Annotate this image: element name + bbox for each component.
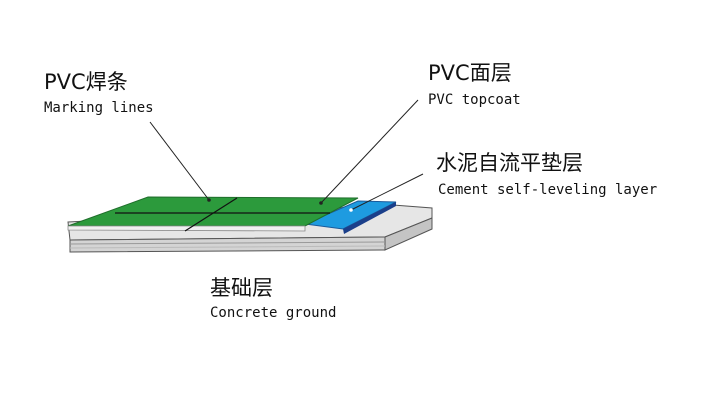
concrete-layer-line bbox=[69, 241, 386, 245]
label-cement-cn: 水泥自流平垫层 bbox=[436, 151, 583, 175]
leader-dot bbox=[349, 208, 353, 212]
leader-line-cement bbox=[350, 173, 424, 211]
marking-line-diagonal bbox=[184, 197, 238, 232]
concrete-front-face bbox=[69, 236, 386, 253]
label-ground-en: Concrete ground bbox=[210, 305, 336, 321]
label-pvc-topcoat-en: PVC topcoat bbox=[428, 92, 521, 108]
leader-line-marking bbox=[149, 121, 210, 201]
cement-layer bbox=[303, 200, 397, 234]
pvc-topcoat-layer bbox=[67, 196, 359, 232]
pvc-front-edge bbox=[67, 225, 306, 232]
leader-dot bbox=[207, 198, 211, 202]
label-pvc-weld-cn: PVC焊条 bbox=[44, 70, 128, 94]
leader-line-topcoat bbox=[320, 99, 419, 204]
label-cement-en: Cement self-leveling layer bbox=[438, 182, 657, 198]
leader-dot bbox=[319, 201, 323, 205]
concrete-layer-line bbox=[69, 245, 386, 249]
cement-edge bbox=[343, 202, 396, 234]
label-pvc-weld-en: Marking lines bbox=[44, 100, 154, 116]
label-ground-cn: 基础层 bbox=[210, 276, 273, 300]
label-pvc-topcoat-cn: PVC面层 bbox=[428, 61, 512, 85]
concrete-side-face bbox=[384, 217, 433, 251]
